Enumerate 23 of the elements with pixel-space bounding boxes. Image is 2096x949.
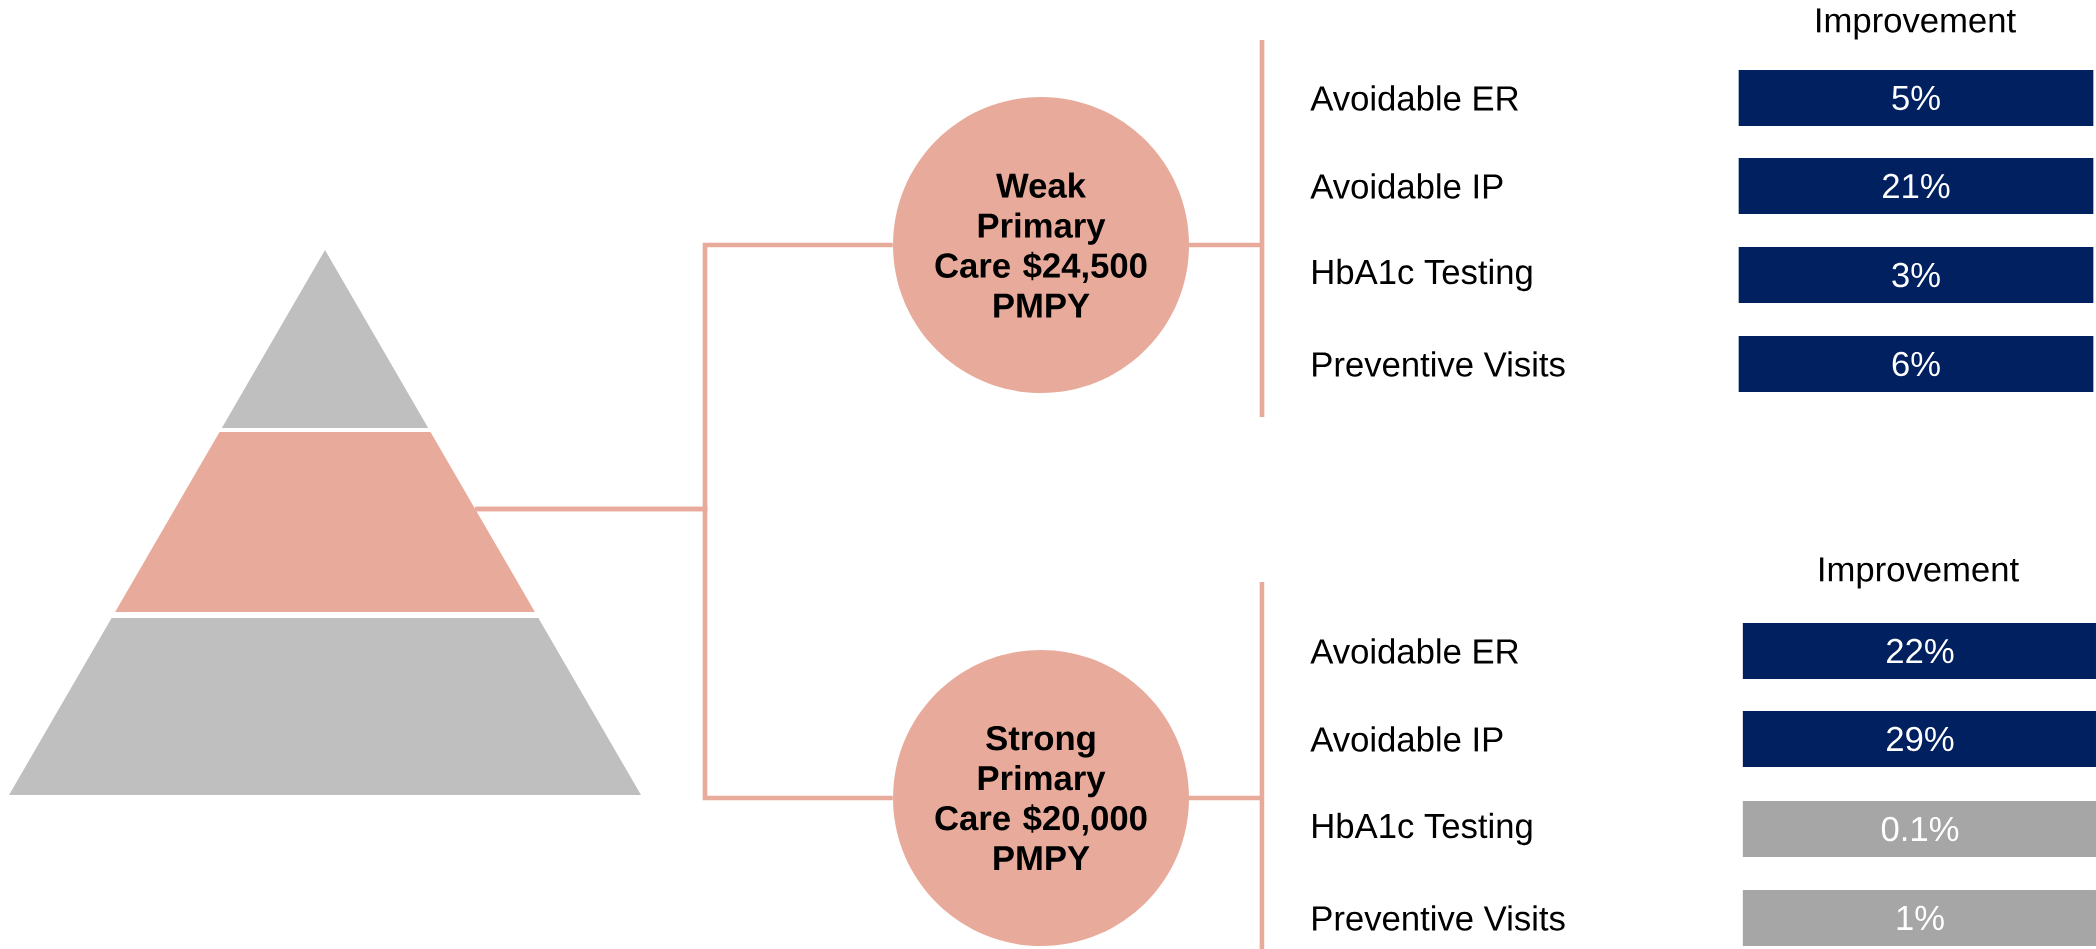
pyramid-tier (115, 432, 535, 612)
row-label: Preventive Visits (1313, 351, 1565, 377)
value-bar: 21% (1738, 158, 2094, 214)
row-label: Preventive Visits (1313, 905, 1565, 931)
row-label: HbA1c Testing (1313, 258, 1532, 292)
value-bar: 5% (1738, 70, 2094, 126)
value-bar: 3% (1738, 247, 2094, 303)
value-bar: 1% (1742, 890, 2096, 946)
column-header: Improvement (1820, 557, 2019, 589)
pyramid-tier (9, 618, 641, 795)
pyramid-tier (221, 250, 429, 428)
row-label: Avoidable ER (1310, 85, 1518, 111)
value-bar: 0.1% (1742, 801, 2096, 857)
row-label: Avoidable ER (1310, 638, 1518, 664)
value-bar: 22% (1742, 623, 2096, 679)
circle-node: Strong Primary Care $20,000 PMPY (893, 650, 1189, 946)
row-label: HbA1c Testing (1313, 812, 1532, 846)
row-label: Avoidable IP (1310, 726, 1503, 752)
value-bar: 6% (1738, 336, 2094, 392)
value-bar: 29% (1742, 711, 2096, 767)
connector (475, 506, 893, 801)
row-label: Avoidable IP (1310, 173, 1503, 199)
circle-node: Weak Primary Care $24,500 PMPY (893, 97, 1189, 393)
